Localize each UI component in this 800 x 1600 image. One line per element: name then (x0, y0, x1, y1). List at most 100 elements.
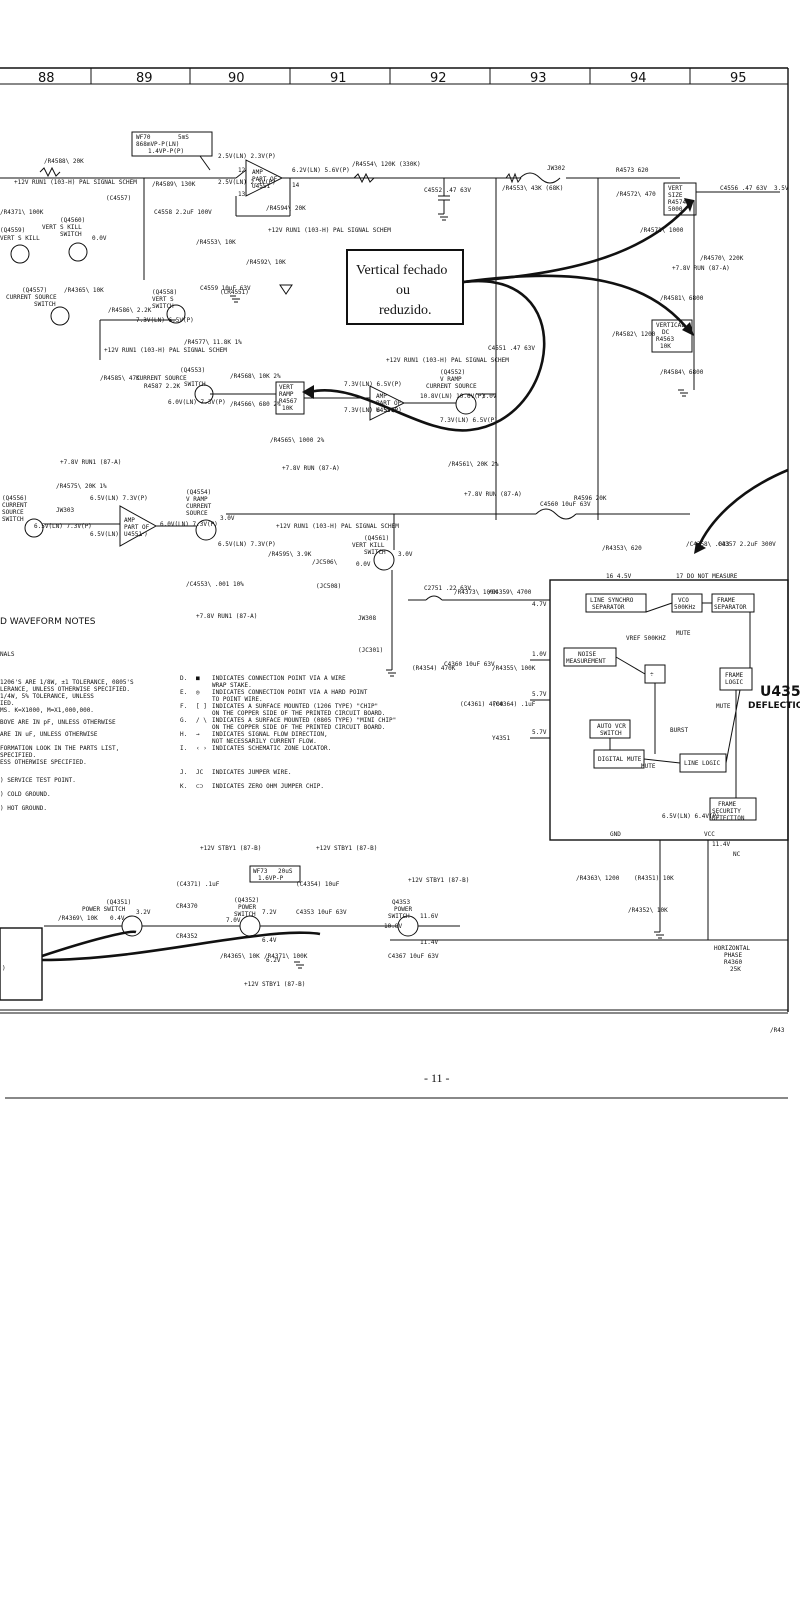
svg-text:+12V STBY1 (87-B): +12V STBY1 (87-B) (244, 981, 305, 988)
transistor-q4556: (Q4556) CURRENT SOURCE SWITCH (2, 495, 44, 538)
svg-text:) HOT GROUND.: ) HOT GROUND. (0, 805, 47, 812)
svg-text:MEASUREMENT: MEASUREMENT (566, 658, 606, 665)
svg-text:SPECIFIED.: SPECIFIED. (0, 752, 36, 759)
svg-text:7.3V(LN) 6.5V(P): 7.3V(LN) 6.5V(P) (344, 407, 402, 414)
general-notes: 1206'S ARE 1/8W, ±1 TOLERANCE, 0805'S LE… (0, 679, 134, 812)
zone-93: 93 (530, 71, 547, 86)
svg-text:TO POINT WIRE.: TO POINT WIRE. (212, 696, 263, 703)
transistor-q4554: (Q4554) V RAMP CURRENT SOURCE (186, 489, 217, 541)
svg-text:PART OF: PART OF (252, 176, 278, 183)
svg-text:/R4553\ 10K: /R4553\ 10K (196, 239, 236, 246)
svg-text:LOGIC: LOGIC (725, 679, 743, 686)
svg-text:INDICATES A SURFACE MOUNTED (1: INDICATES A SURFACE MOUNTED (1206 TYPE) … (212, 703, 378, 710)
svg-text:MUTE: MUTE (716, 703, 731, 710)
svg-text:VERTICAL: VERTICAL (656, 322, 685, 329)
svg-text:HORIZONTAL: HORIZONTAL (714, 945, 751, 952)
waveform-wf73: WF73 20uS 1.6VP-P (249, 865, 301, 883)
svg-text:C2751 .22 63V: C2751 .22 63V (424, 585, 471, 592)
svg-text:(CR4551): (CR4551) (220, 289, 249, 296)
svg-text:(JC508): (JC508) (316, 583, 341, 590)
svg-text:CURRENT: CURRENT (2, 502, 28, 509)
svg-text:+12V RUN1 (103-H) PAL SIGNAL S: +12V RUN1 (103-H) PAL SIGNAL SCHEM (268, 227, 391, 234)
signals-label: NALS (0, 651, 15, 658)
vert-size-pot: VERT SIZE R4574 5000 (663, 182, 697, 216)
svg-text:AMP: AMP (124, 517, 135, 524)
svg-text:(Q4552): (Q4552) (440, 369, 465, 376)
svg-text:JW308: JW308 (358, 615, 376, 622)
svg-text:10K: 10K (282, 405, 293, 412)
svg-text:6.2V(LN) 5.6V(P): 6.2V(LN) 5.6V(P) (292, 167, 350, 174)
transistor-q4552: (Q4552) V RAMP CURRENT SOURCE (426, 369, 477, 415)
svg-text:MS. K=X1000, M=X1,000,000.: MS. K=X1000, M=X1,000,000. (0, 707, 94, 714)
svg-text:/R4586\ 2.2K: /R4586\ 2.2K (108, 307, 152, 314)
svg-text:LERANCE, UNLESS OTHERWISE SPEC: LERANCE, UNLESS OTHERWISE SPECIFIED. (0, 686, 130, 693)
svg-text:C4353 10uF 63V: C4353 10uF 63V (296, 909, 347, 916)
svg-text:/R4588\ 20K: /R4588\ 20K (44, 158, 84, 165)
svg-text:(Q4557): (Q4557) (22, 287, 47, 294)
svg-text:R4360: R4360 (724, 959, 742, 966)
svg-text:R4574: R4574 (668, 199, 686, 206)
svg-text:C4558 2.2uF 100V: C4558 2.2uF 100V (154, 209, 212, 216)
svg-text:C4559 10uF 63V: C4559 10uF 63V (200, 285, 251, 292)
svg-text:/R4584\ 6800: /R4584\ 6800 (660, 369, 704, 376)
svg-text:FORMATION LOOK IN THE PARTS LI: FORMATION LOOK IN THE PARTS LIST, (0, 745, 119, 752)
svg-text:POWER SWITCH: POWER SWITCH (82, 906, 126, 913)
svg-text:2.5V(LN) 2.3V(P): 2.5V(LN) 2.3V(P) (218, 153, 276, 160)
callout-line-3: reduzido. (379, 303, 431, 318)
svg-text:PART OF: PART OF (124, 524, 150, 531)
svg-text:SOURCE: SOURCE (2, 509, 24, 516)
svg-text:SWITCH: SWITCH (2, 516, 24, 523)
svg-text:6.4V: 6.4V (262, 937, 277, 944)
svg-text:K.: K. (180, 783, 187, 790)
transistor-q4557: (Q4557) CURRENT SOURCE SWITCH (6, 287, 70, 326)
svg-text:(R4354) 470K: (R4354) 470K (412, 665, 456, 672)
svg-text:7.2V: 7.2V (262, 909, 277, 916)
zone-ruler: 88 89 90 91 92 93 94 95 (0, 67, 789, 1012)
svg-text:7.3V(LN) 6.5V(P): 7.3V(LN) 6.5V(P) (344, 381, 402, 388)
amp-upper: AMP PART OF U4551 12 13 14 (238, 159, 300, 198)
svg-text:U4551: U4551 (376, 407, 394, 414)
callout-box: Vertical fechado ou reduzido. (346, 249, 464, 325)
svg-text:GND: GND (610, 831, 621, 838)
svg-text:(Q4352): (Q4352) (234, 897, 259, 904)
svg-text:/C4359\ 4700: /C4359\ 4700 (488, 589, 532, 596)
svg-text:VREF 500KHZ: VREF 500KHZ (626, 635, 666, 642)
svg-text:F.: F. (180, 703, 187, 710)
svg-text:25K: 25K (730, 966, 741, 973)
svg-text:/R4589\ 130K: /R4589\ 130K (152, 181, 196, 188)
callout-line-1: Vertical fechado (356, 263, 447, 278)
svg-text:ESS OTHERWISE SPECIFIED.: ESS OTHERWISE SPECIFIED. (0, 759, 87, 766)
amp-lower: AMP PART OF U4551 (119, 505, 158, 547)
svg-text:INDICATES ZERO OHM JUMPER CHIP: INDICATES ZERO OHM JUMPER CHIP. (212, 783, 324, 790)
svg-text:7.0V: 7.0V (226, 917, 241, 924)
svg-text:1.6VP-P: 1.6VP-P (258, 875, 284, 882)
svg-text:500KHz: 500KHz (674, 604, 696, 611)
svg-text:+7.8V RUN (87-A): +7.8V RUN (87-A) (282, 465, 340, 472)
ic-subtitle: DEFLECTIO (748, 701, 800, 711)
svg-text:12: 12 (238, 167, 246, 174)
svg-text:/R4369\ 10K: /R4369\ 10K (58, 915, 98, 922)
svg-text:0.0V: 0.0V (92, 235, 107, 242)
svg-text:AMP: AMP (252, 169, 263, 176)
svg-text:/R4353\ 620: /R4353\ 620 (602, 545, 642, 552)
svg-text:11.6V: 11.6V (420, 913, 438, 920)
svg-text:(Q4554): (Q4554) (186, 489, 211, 496)
svg-text:(JC301): (JC301) (358, 647, 383, 654)
svg-text:WF70: WF70 (136, 134, 151, 141)
resistor-r4553b: /R4553\ 43K (68K) (502, 172, 563, 192)
svg-text:6.2V: 6.2V (266, 957, 281, 964)
svg-text:/R4592\ 10K: /R4592\ 10K (246, 259, 286, 266)
resistor-r4588: /R4588\ 20K (39, 158, 84, 178)
svg-text:(C4361) 4700: (C4361) 4700 (460, 701, 504, 708)
svg-text:POWER: POWER (238, 904, 256, 911)
svg-text:ON THE COPPER SIDE OF THE PRIN: ON THE COPPER SIDE OF THE PRINTED CIRCUI… (212, 724, 385, 731)
svg-text:VERT: VERT (668, 185, 683, 192)
svg-text:SIZE: SIZE (668, 192, 683, 199)
svg-text:0.4V: 0.4V (110, 915, 125, 922)
ic-u435: U435 DEFLECTIO LINE SYNCHRO SEPARATOR VC… (549, 573, 800, 858)
svg-text:SWITCH: SWITCH (152, 303, 174, 310)
svg-text:/R4566\ 680 2%: /R4566\ 680 2% (230, 401, 281, 408)
svg-text:4.7V: 4.7V (532, 601, 547, 608)
svg-text:/R4565\ 1000 2%: /R4565\ 1000 2% (270, 437, 325, 444)
